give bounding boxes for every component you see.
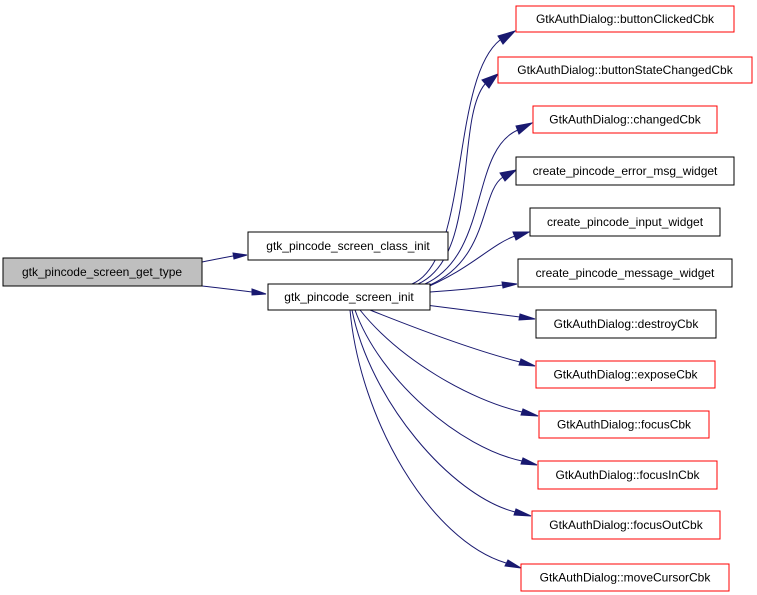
arrow-icon (497, 30, 517, 45)
arrow-icon (512, 231, 531, 241)
node-root[interactable]: gtk_pincode_screen_get_type (2, 257, 203, 287)
arrow-icon (518, 358, 536, 367)
arrow-icon (520, 457, 538, 466)
node-button-state-label: GtkAuthDialog::buttonStateChangedCbk (517, 63, 733, 77)
node-focus-label: GtkAuthDialog::focusCbk (557, 418, 692, 432)
node-class-init[interactable]: gtk_pincode_screen_class_init (247, 231, 449, 261)
arrow-icon (481, 73, 500, 89)
node-focus[interactable]: GtkAuthDialog::focusCbk (538, 410, 710, 439)
edge-init-input-widget (419, 235, 516, 291)
arrow-icon (501, 281, 518, 289)
node-focus-in[interactable]: GtkAuthDialog::focusInCbk (537, 460, 718, 490)
node-destroy[interactable]: GtkAuthDialog::destroyCbk (535, 309, 717, 339)
node-button-clicked[interactable]: GtkAuthDialog::buttonClickedCbk (515, 5, 735, 33)
edge-init-changed (424, 129, 519, 285)
edge-init-focus-in (354, 309, 523, 462)
node-message-widget[interactable]: create_pincode_message_widget (517, 258, 733, 288)
node-message-widget-label: create_pincode_message_widget (536, 266, 715, 280)
edge-init-error-msg (429, 176, 504, 286)
node-changed[interactable]: GtkAuthDialog::changedCbk (532, 105, 718, 134)
edge-init-focus-out (351, 309, 516, 513)
node-button-clicked-label: GtkAuthDialog::buttonClickedCbk (536, 12, 715, 26)
edge-root-init (201, 285, 253, 293)
node-destroy-label: GtkAuthDialog::destroyCbk (554, 317, 700, 331)
edge-init-expose (369, 309, 521, 363)
node-button-state[interactable]: GtkAuthDialog::buttonStateChangedCbk (497, 56, 753, 84)
nodes-layer: gtk_pincode_screen_get_type gtk_pincode_… (2, 5, 753, 592)
edge-init-move-cursor (349, 309, 507, 564)
node-move-cursor[interactable]: GtkAuthDialog::moveCursorCbk (520, 563, 730, 592)
node-class-init-label: gtk_pincode_screen_class_init (266, 239, 430, 253)
arrow-icon (513, 508, 532, 517)
arrow-icon (499, 169, 518, 182)
node-focus-out-label: GtkAuthDialog::focusOutCbk (549, 518, 703, 532)
arrow-icon (515, 122, 534, 135)
arrow-icon (232, 252, 248, 260)
edge-init-focus (359, 309, 523, 413)
node-root-label: gtk_pincode_screen_get_type (22, 265, 182, 279)
node-input-widget-label: create_pincode_input_widget (547, 215, 704, 229)
node-changed-label: GtkAuthDialog::changedCbk (549, 113, 701, 127)
node-error-msg-label: create_pincode_error_msg_widget (533, 164, 718, 178)
edge-init-button-state (417, 83, 486, 285)
node-focus-in-label: GtkAuthDialog::focusInCbk (555, 468, 700, 482)
arrow-icon (518, 313, 536, 321)
node-input-widget[interactable]: create_pincode_input_widget (529, 207, 721, 237)
arrow-icon (520, 408, 539, 417)
edge-init-message-widget (429, 284, 504, 293)
arrow-icon (504, 559, 522, 569)
node-expose-label: GtkAuthDialog::exposeCbk (553, 368, 698, 382)
node-init-label: gtk_pincode_screen_init (284, 290, 414, 304)
edges-layer (201, 30, 539, 569)
edge-init-button-clicked (411, 39, 501, 285)
node-expose[interactable]: GtkAuthDialog::exposeCbk (535, 360, 716, 389)
node-init[interactable]: gtk_pincode_screen_init (267, 283, 431, 311)
edge-root-class-init (201, 255, 234, 263)
arrow-icon (251, 288, 267, 296)
node-focus-out[interactable]: GtkAuthDialog::focusOutCbk (531, 510, 721, 540)
node-move-cursor-label: GtkAuthDialog::moveCursorCbk (540, 571, 712, 585)
node-error-msg[interactable]: create_pincode_error_msg_widget (515, 156, 735, 186)
